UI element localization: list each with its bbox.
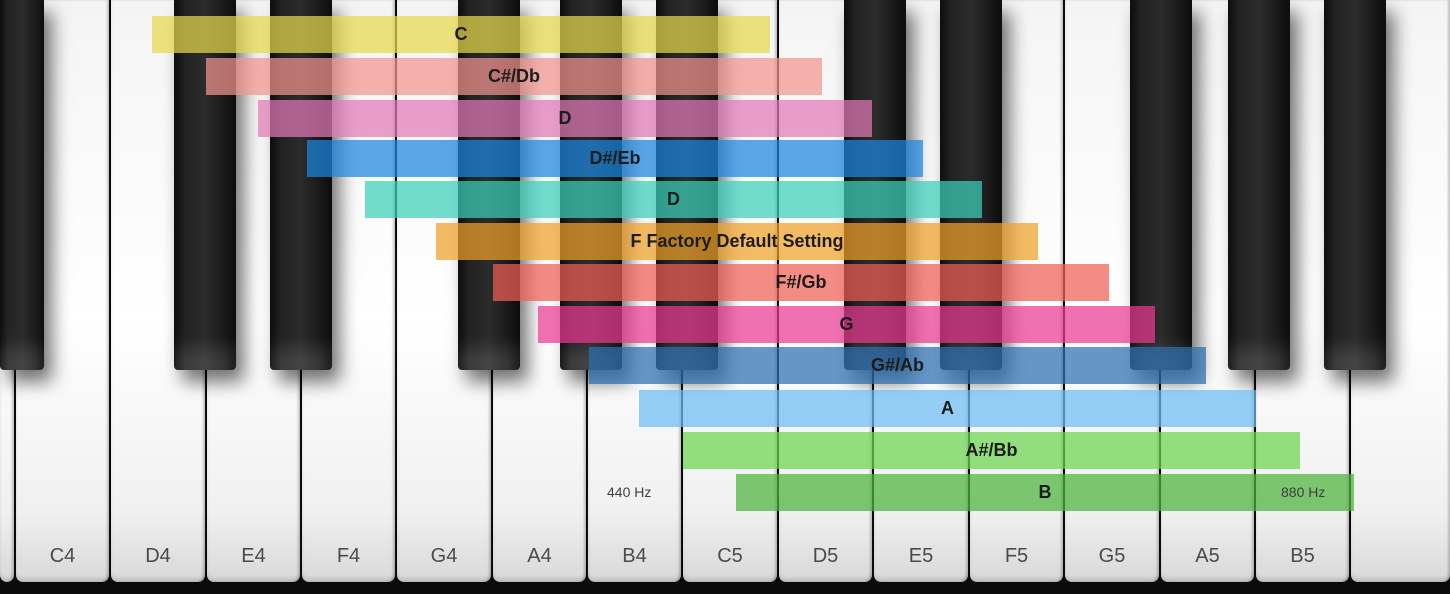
pitch-bar-a: A [639,390,1256,427]
pitch-bar-d: D [258,100,872,137]
key-label: B5 [1290,545,1315,567]
key-label: A5 [1195,545,1220,567]
pitch-bar-label: B [1038,482,1052,502]
black-key-d#4 [270,0,332,370]
key-label: E5 [908,545,934,567]
pitch-bar-label: D [558,108,572,128]
pitch-bar-c: C [152,16,770,53]
key-label: F5 [1004,545,1029,567]
pitch-bar-label: A [941,398,954,418]
key-label: G5 [1098,545,1126,567]
key-label: E4 [241,545,266,567]
pitch-bar-g-sharp: G#/Ab [589,347,1206,384]
a4-frequency-label: 440 Hz [607,484,652,500]
pitch-bar-label: F#/Gb [775,272,827,292]
black-key-a#5 [1324,0,1386,370]
black-key-c#4 [174,0,236,370]
key-label: A4 [527,545,552,567]
a5-frequency-label: 880 Hz [1281,484,1326,500]
pitch-bar-g: G [538,306,1155,343]
pitch-bar-label: G [839,314,854,334]
key-label: G4 [430,545,458,567]
pitch-bar-b: B [736,474,1354,511]
key-label: D4 [145,545,171,567]
pitch-bar-e: D [365,181,982,218]
key-label: C4 [49,545,76,567]
key-label: D5 [812,545,839,567]
pitch-bar-c-sharp: C#/Db [206,58,822,95]
key-label: F4 [336,545,361,567]
pitch-bar-label: C [454,24,468,44]
pitch-bar-label: G#/Ab [870,355,924,375]
pitch-bar-label: C#/Db [487,66,540,86]
key-label: C5 [717,545,743,567]
black-key [0,0,44,370]
pitch-bar-f-default: F Factory Default Setting [436,223,1038,260]
pitch-bar-label: D [667,189,680,209]
pitch-bar-a-sharp: A#/Bb [683,432,1300,469]
pitch-bar-label: A#/Bb [965,440,1018,460]
pitch-bar-d-sharp: D#/Eb [307,140,923,177]
pitch-bar-label: D#/Eb [589,148,641,168]
pitch-bar-label: F Factory Default Setting [630,231,844,251]
key-label: B4 [622,545,647,567]
black-key-g#5 [1228,0,1290,370]
pitch-bar-f-sharp: F#/Gb [493,264,1109,301]
